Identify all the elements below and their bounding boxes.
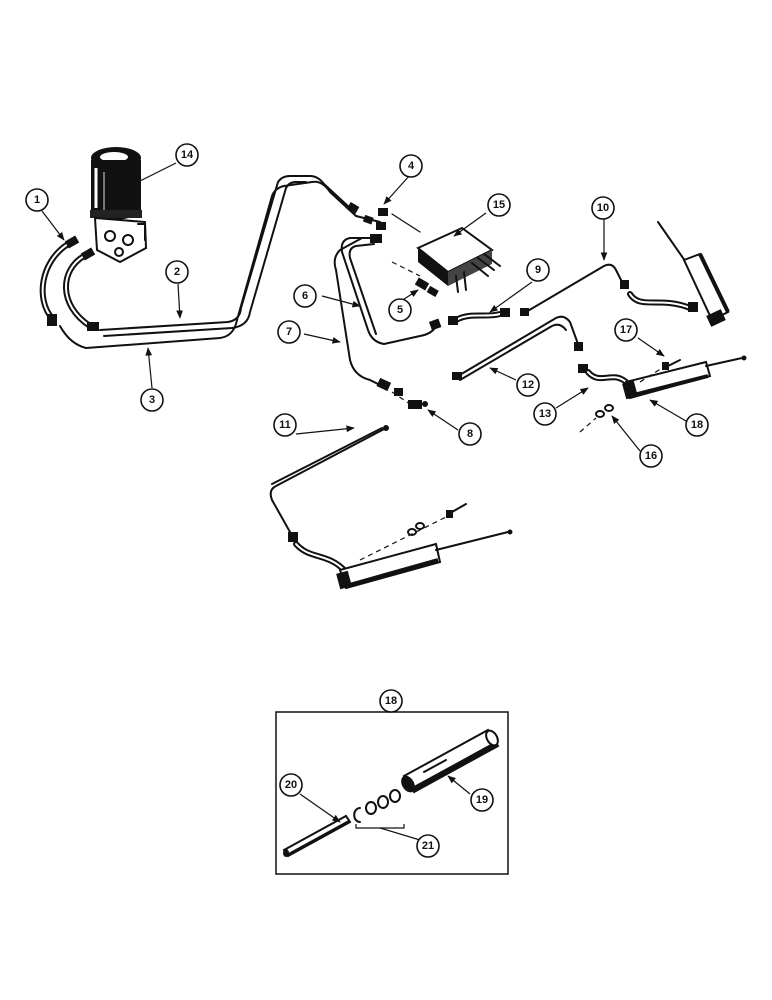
callout-7-label: 7 [286, 326, 292, 338]
callout-20-label: 20 [285, 779, 297, 791]
callout-17-label: 17 [620, 324, 632, 336]
callout-12-label: 12 [522, 379, 534, 391]
callout-21-label: 21 [422, 840, 434, 852]
hose-9 [448, 308, 510, 325]
callout-7: 7 [277, 320, 301, 344]
fitting-5 [391, 261, 439, 297]
callout-10-label: 10 [597, 202, 609, 214]
callout-11-label: 11 [279, 419, 291, 431]
cylinder-18 [622, 355, 747, 400]
callout-18-detail: 18 [379, 689, 403, 713]
pin-17 [639, 359, 681, 383]
lower-cylinder [293, 503, 513, 590]
callout-16-label: 16 [645, 450, 657, 462]
detail-box-18 [275, 711, 509, 875]
washer-16 [579, 404, 614, 433]
callout-8-label: 8 [467, 428, 473, 440]
tube-10 [520, 263, 698, 316]
callout-11: 11 [273, 413, 297, 437]
callout-5: 5 [388, 298, 412, 322]
tube-11 [269, 425, 389, 542]
pump-filter-assembly [90, 147, 148, 264]
callout-2-label: 2 [174, 266, 180, 278]
fitting-4 [346, 202, 421, 233]
callout-5-label: 5 [397, 304, 403, 316]
cylinder-upper-right [657, 221, 730, 327]
callout-9-label: 9 [535, 264, 541, 276]
callout-1-label: 1 [34, 194, 40, 206]
callout-13: 13 [533, 402, 557, 426]
callout-13-label: 13 [539, 408, 551, 420]
callout-12: 12 [516, 373, 540, 397]
callout-14: 14 [175, 143, 199, 167]
callout-17: 17 [614, 318, 638, 342]
callout-6: 6 [293, 284, 317, 308]
hose-1 [39, 235, 99, 331]
callout-19-label: 19 [476, 794, 488, 806]
callout-21: 21 [416, 834, 440, 858]
leader-lines [41, 162, 687, 823]
callout-4: 4 [399, 154, 423, 178]
callout-18-main-label: 18 [691, 419, 703, 431]
callout-14-label: 14 [181, 149, 194, 161]
callout-15-label: 15 [493, 199, 505, 211]
callout-2: 2 [165, 260, 189, 284]
callout-16: 16 [639, 444, 663, 468]
callout-9: 9 [526, 258, 550, 282]
hose-13 [578, 364, 629, 385]
control-valve-15 [416, 226, 501, 293]
callout-8: 8 [458, 422, 482, 446]
callout-18-main: 18 [685, 413, 709, 437]
tube-6 [340, 234, 442, 345]
callout-15: 15 [487, 193, 511, 217]
tube-7 [333, 237, 403, 396]
fitting-8 [391, 391, 428, 409]
callout-20: 20 [279, 773, 303, 797]
callout-19: 19 [470, 788, 494, 812]
callout-4-label: 4 [408, 160, 415, 172]
callout-10: 10 [591, 196, 615, 220]
callout-3: 3 [140, 388, 164, 412]
callout-1: 1 [25, 188, 49, 212]
tube-12 [452, 315, 583, 381]
callout-6-label: 6 [302, 290, 308, 302]
callout-18-detail-label: 18 [385, 695, 397, 707]
callout-3-label: 3 [149, 394, 155, 406]
